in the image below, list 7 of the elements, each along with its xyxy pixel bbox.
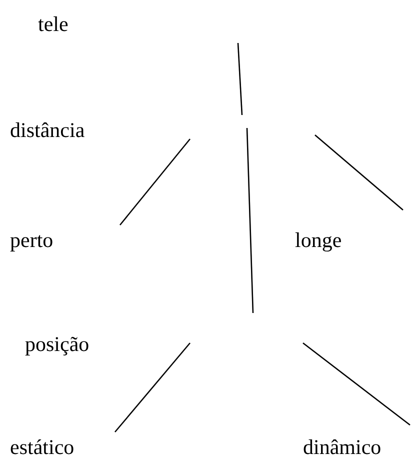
term-label: posição [25, 332, 90, 356]
term-label: dinâmico [303, 435, 382, 459]
term-label: distância [10, 118, 85, 142]
term-label: longe [295, 228, 342, 252]
term-label: tele [38, 12, 68, 36]
term-label: perto [10, 228, 54, 252]
term-label: estático [10, 435, 74, 459]
